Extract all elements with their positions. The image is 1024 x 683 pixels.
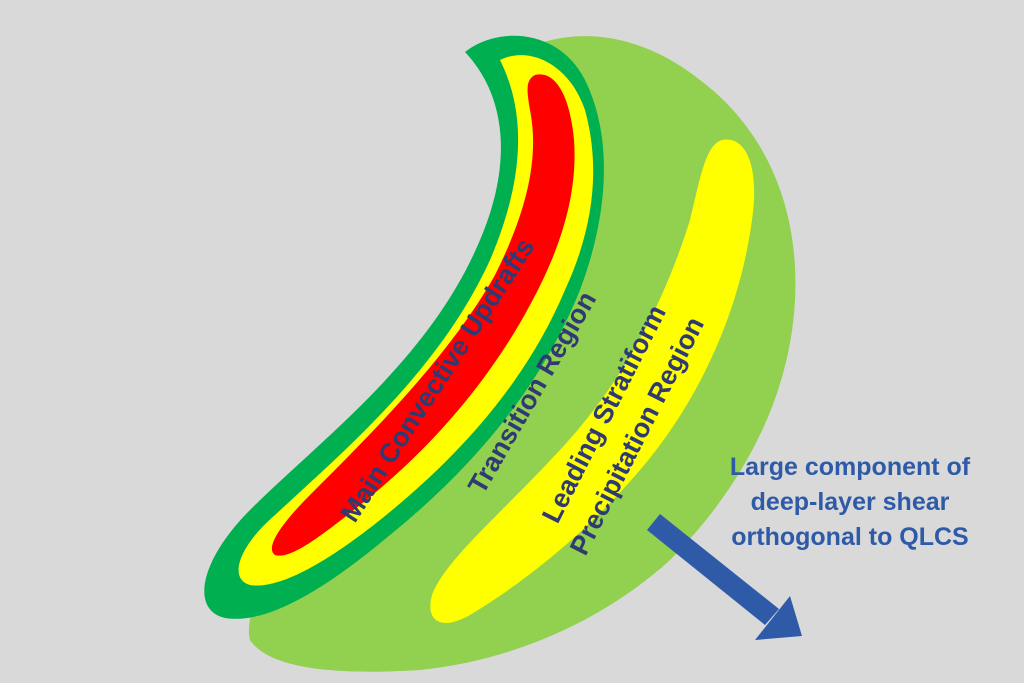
- shear-label-line1: Large component of: [730, 453, 971, 481]
- convective-core: [271, 74, 575, 556]
- shear-arrow-shaft: [647, 514, 779, 625]
- shear-arrow-head: [755, 596, 802, 640]
- shear-label-line2: deep-layer shear: [751, 488, 950, 516]
- shear-label-line3: orthogonal to QLCS: [731, 523, 968, 551]
- shear-arrow: [647, 514, 802, 640]
- leading-stratiform-band: [430, 139, 755, 623]
- convective-outer-band: [204, 35, 604, 619]
